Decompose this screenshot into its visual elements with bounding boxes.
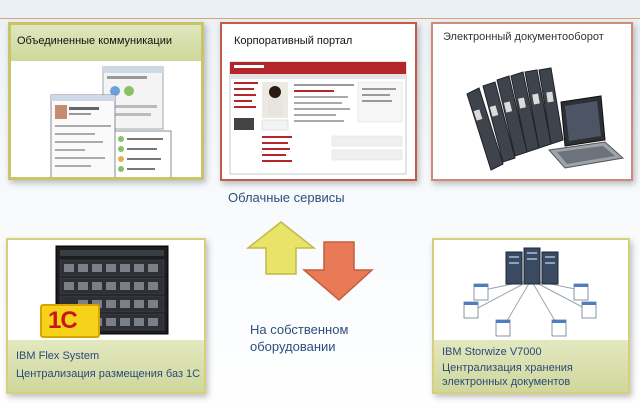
card-title: Электронный документооборот <box>443 31 604 43</box>
1c-logo-text: 1С <box>48 307 78 334</box>
on-premise-down-arrow-icon <box>302 241 374 302</box>
caption-line3: электронных документов <box>442 376 571 388</box>
unified-communications-card[interactable]: Объединенные коммуникации <box>8 22 204 180</box>
1c-logo: 1С <box>40 304 100 338</box>
card-caption: IBM Flex System Централизация размещения… <box>8 340 204 392</box>
cloud-services-label: Облачные сервисы <box>228 190 345 205</box>
on-premise-label-line1: На собственном <box>250 322 349 337</box>
server-rack-image <box>55 245 169 335</box>
caption-line2: Централизация хранения <box>442 362 573 374</box>
messenger-screenshot-image <box>50 66 172 177</box>
card-header <box>11 25 201 61</box>
storage-network-image <box>463 247 597 337</box>
binders-and-laptop-image <box>466 67 625 171</box>
card-title: Корпоративный портал <box>234 35 353 47</box>
card-caption: IBM Storwize V7000 Централизация хранени… <box>434 340 628 392</box>
flex-system-card[interactable]: 1С IBM Flex System Централизация размеще… <box>6 238 206 394</box>
top-divider-line <box>0 18 640 19</box>
caption-line1: IBM Flex System <box>16 350 100 362</box>
storwize-card[interactable]: IBM Storwize V7000 Централизация хранени… <box>432 238 630 394</box>
caption-line1: IBM Storwize V7000 <box>442 346 542 358</box>
document-management-card[interactable]: Электронный документооборот <box>431 22 633 181</box>
card-title: Объединенные коммуникации <box>17 35 173 47</box>
caption-line2: Централизация размещения баз 1С <box>16 368 201 380</box>
corporate-portal-card[interactable]: Корпоративный портал <box>220 22 417 181</box>
portal-screenshot-image <box>229 61 407 175</box>
cloud-up-arrow-icon <box>246 221 316 275</box>
on-premise-label-line2: оборудовании <box>250 339 336 354</box>
